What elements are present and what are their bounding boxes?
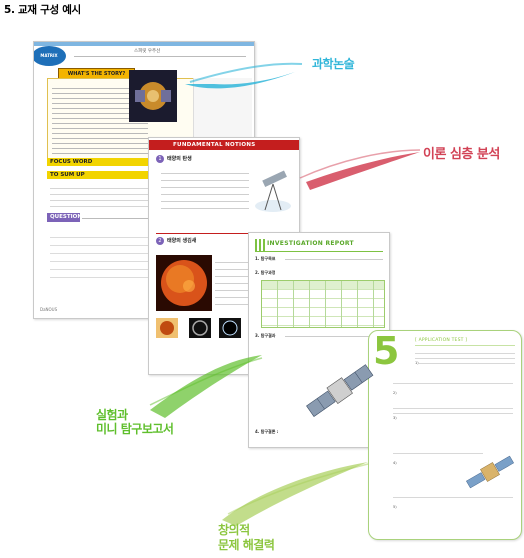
report-green-stripes	[255, 239, 265, 251]
section-title-2: 태양의 생김새	[167, 238, 197, 244]
question-4: 4)	[393, 449, 483, 465]
satellite-illustration-large	[302, 356, 378, 426]
question-2: 2)	[393, 379, 513, 395]
section-number-2: 2	[156, 237, 164, 245]
section-divider	[156, 233, 292, 234]
notions-banner-label: FUNDAMENTAL NOTIONS	[173, 142, 256, 148]
application-banner: [ APPLICATION TEST ]	[415, 338, 468, 343]
question-label: QUESTION	[50, 214, 82, 220]
eclipse-photo-3	[219, 318, 241, 338]
callout-experiment-line2: 미니 탐구보고서	[96, 422, 174, 436]
goal-label: 1. 탐구목표	[255, 256, 276, 261]
goal-line	[285, 259, 383, 260]
sun-photo	[156, 255, 212, 311]
section-number-1: 1	[156, 155, 164, 163]
table-columns	[262, 281, 384, 327]
callout-science-essay: 과학논술	[312, 57, 355, 71]
process-label: 2. 탐구과정	[255, 270, 276, 275]
result-line	[285, 336, 383, 337]
question-3-number: 3)	[393, 416, 397, 420]
result-label: 3. 탐구결과	[255, 333, 276, 338]
page-heading: 5. 교재 구성 예시	[4, 4, 81, 16]
notions-banner: FUNDAMENTAL NOTIONS	[149, 140, 299, 150]
process-label-text: 탐구과정	[260, 270, 276, 275]
to-sum-up-bar: TO SUM UP	[47, 171, 196, 179]
story-banner-label: WHAT'S THE STORY?	[67, 71, 126, 77]
eclipse-photo-1	[156, 318, 178, 338]
report-banner: INVESTIGATION REPORT	[267, 240, 354, 247]
callout-creative-line1: 창의적	[218, 523, 250, 537]
question-5: 5)	[393, 493, 513, 509]
report-rule	[255, 251, 383, 252]
question-4-number: 4)	[393, 461, 397, 465]
focus-word-label: FOCUS WORD	[50, 159, 93, 165]
data-table	[261, 280, 385, 328]
question-line	[82, 218, 190, 219]
big-section-number: 5	[373, 330, 400, 373]
callout-creative-line2: 문제 해결력	[218, 538, 275, 552]
question-2-number: 2)	[393, 391, 397, 395]
spacecraft-illustration	[129, 70, 177, 122]
callout-theory-analysis: 이론 심층 분석	[423, 147, 500, 162]
question-5-number: 5)	[393, 505, 397, 509]
section-title-1: 태양의 탄생	[167, 156, 192, 162]
question-bar: QUESTION	[47, 213, 82, 222]
header-rule	[74, 56, 246, 57]
top-stripe	[34, 42, 254, 46]
matrix-badge-label: MATRIX	[40, 53, 58, 58]
banner-rule	[415, 345, 515, 346]
question-1: 1)	[415, 349, 515, 365]
result-label-text: 탐구결과	[260, 333, 276, 338]
question-1-number: 1)	[415, 361, 419, 365]
matrix-badge: MATRIX	[34, 46, 66, 66]
conclusion-label: 4. 탐구결론 :	[255, 429, 279, 434]
section-1-text	[161, 167, 249, 211]
sample-page-investigation-report: INVESTIGATION REPORT 1. 탐구목표 2. 탐구과정 3. …	[248, 232, 390, 448]
sample-page-application-test: 5 [ APPLICATION TEST ] 1) 2) 3) 4) 5)	[368, 330, 522, 540]
satellite-illustration	[465, 451, 515, 493]
eclipse-photo-2	[189, 318, 211, 338]
telescope-illustration	[253, 166, 293, 218]
footer-logo: DaNOUS	[40, 307, 58, 312]
page-header-title: 스피릿 우주선	[134, 49, 161, 54]
goal-label-text: 탐구목표	[260, 256, 276, 261]
callout-experiment-line1: 실험과	[96, 408, 128, 422]
to-sum-up-label: TO SUM UP	[50, 172, 85, 178]
question-3: 3)	[393, 404, 513, 420]
focus-word-bar: FOCUS WORD	[47, 158, 196, 166]
